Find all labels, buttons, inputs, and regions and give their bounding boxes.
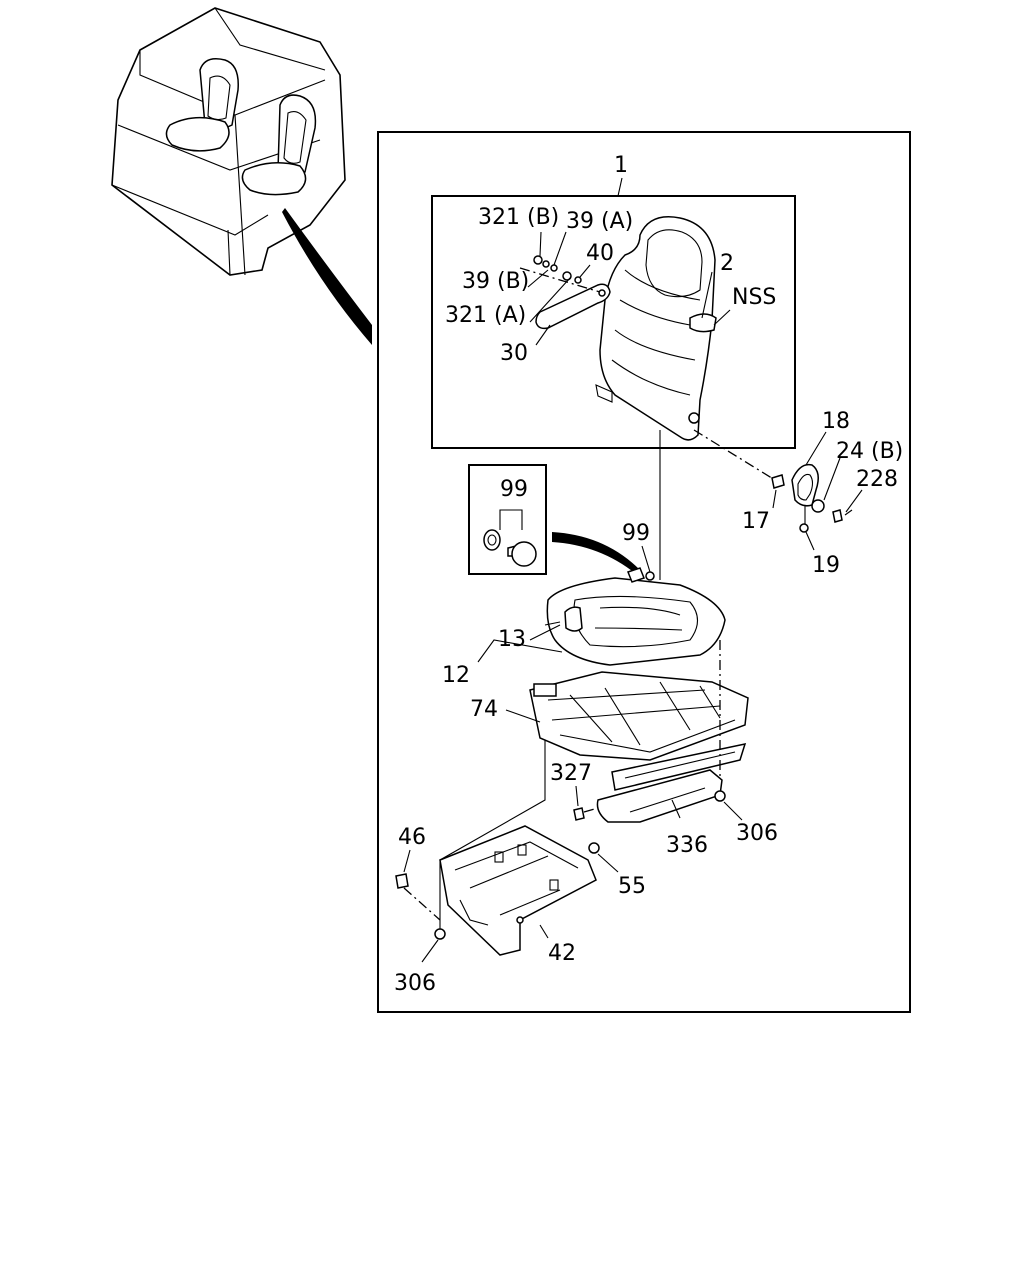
seat-backrest	[595, 216, 717, 441]
label-washer-24b: 24 (B)	[836, 439, 903, 464]
label-washer-40: 40	[586, 241, 614, 266]
label-bolt-19: 19	[812, 553, 840, 578]
recliner-knob-group	[693, 429, 863, 551]
backrest-assembly-box	[431, 195, 796, 449]
label-backrest: 2	[720, 251, 734, 276]
clip-detail	[483, 509, 537, 567]
label-cover-336: 336	[666, 833, 708, 858]
main-frame	[377, 131, 911, 1013]
label-bracket-42: 42	[548, 941, 576, 966]
label-armrest: 30	[500, 341, 528, 366]
label-bolt-17: 17	[742, 509, 770, 534]
label-bolt-46: 46	[398, 825, 426, 850]
clip-detail-pointer	[552, 532, 640, 574]
label-nut-55: 55	[618, 874, 646, 899]
label-screw-228: 228	[856, 467, 898, 492]
armrest-hardware	[519, 231, 601, 346]
clip-detail-box	[468, 464, 547, 575]
label-assembly: 1	[614, 153, 628, 178]
label-bolt-321a: 321 (A)	[445, 303, 526, 328]
label-nut-306-left: 306	[394, 971, 436, 996]
label-frame-74: 74	[470, 697, 498, 722]
label-cover-nss: NSS	[732, 285, 776, 310]
label-knob-cover: 18	[822, 409, 850, 434]
bolt-327	[573, 807, 599, 821]
side-cover	[596, 769, 723, 823]
label-bolt-327: 327	[550, 761, 592, 786]
location-pointer	[282, 208, 372, 345]
bolt-46	[395, 873, 441, 921]
seat-cushion	[546, 567, 726, 666]
label-nut-321b: 321 (B)	[478, 205, 559, 230]
label-nut-306-right: 306	[736, 821, 778, 846]
cab-location-inset	[111, 7, 372, 345]
label-washer-39b: 39 (B)	[462, 269, 529, 294]
label-cushion-13: 13	[498, 627, 526, 652]
seat-riser-bracket	[439, 825, 597, 956]
driver-seat-sketch	[241, 94, 317, 196]
label-clip-99: 99	[622, 521, 650, 546]
label-clip-99-detail: 99	[500, 477, 528, 502]
armrest	[535, 283, 611, 330]
seat-slide-frame	[529, 671, 749, 791]
passenger-seat-sketch	[165, 58, 239, 152]
label-cushion-12: 12	[442, 663, 470, 688]
label-washer-39a: 39 (A)	[566, 209, 633, 234]
